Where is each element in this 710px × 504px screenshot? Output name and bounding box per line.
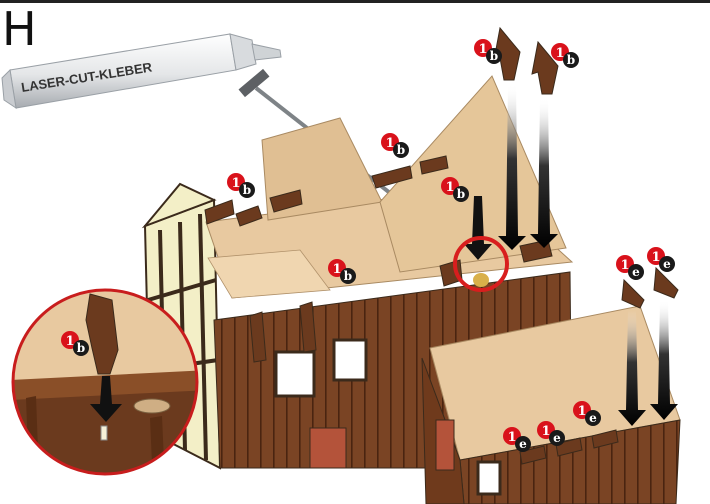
badge-part-letter: e [553, 431, 561, 445]
badge-number: 1 [620, 258, 629, 273]
badge-number: 1 [507, 430, 516, 445]
badge-part-letter: e [632, 265, 640, 279]
badge-number: 1 [445, 180, 454, 195]
badge-part-letter: e [519, 437, 527, 451]
badge-part-letter: e [663, 257, 671, 271]
badge-number: 1 [65, 334, 74, 349]
badge-number: 1 [332, 262, 341, 277]
badge-number: 1 [478, 42, 487, 57]
badge-part-letter: b [243, 183, 251, 197]
badge-part-letter: b [77, 341, 85, 355]
badge-part-letter: b [344, 269, 352, 283]
badge-part-letter: b [490, 49, 498, 63]
badge-number: 1 [541, 424, 550, 439]
badge-number: 1 [651, 250, 660, 265]
badge-number: 1 [555, 46, 564, 61]
badge-part-letter: b [457, 187, 465, 201]
badge-part-letter: b [397, 143, 405, 157]
badge-number: 1 [385, 136, 394, 151]
badge-part-letter: e [589, 411, 597, 425]
badge-number: 1 [231, 176, 240, 191]
badge-number: 1 [577, 404, 586, 419]
badge-part-letter: b [567, 53, 575, 67]
